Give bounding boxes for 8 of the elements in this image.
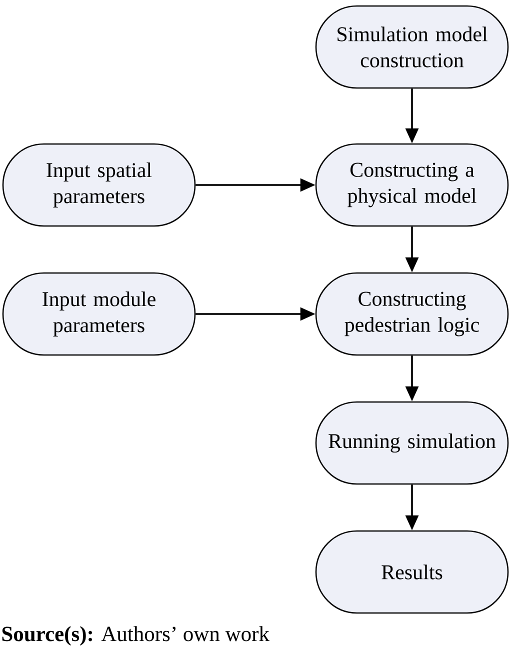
process-box: Input spatial parameters — [2, 143, 196, 227]
process-box: Input module parameters — [2, 272, 196, 356]
process-box: Running simulation — [315, 401, 509, 485]
process-box: Constructing pedestrian logic — [315, 272, 509, 356]
process-box: Simulation model construction — [315, 5, 509, 89]
process-box: Constructing a physical model — [315, 143, 509, 227]
process-box: Results — [315, 530, 509, 614]
caption: Source(s): Authors’ own work — [2, 626, 270, 646]
